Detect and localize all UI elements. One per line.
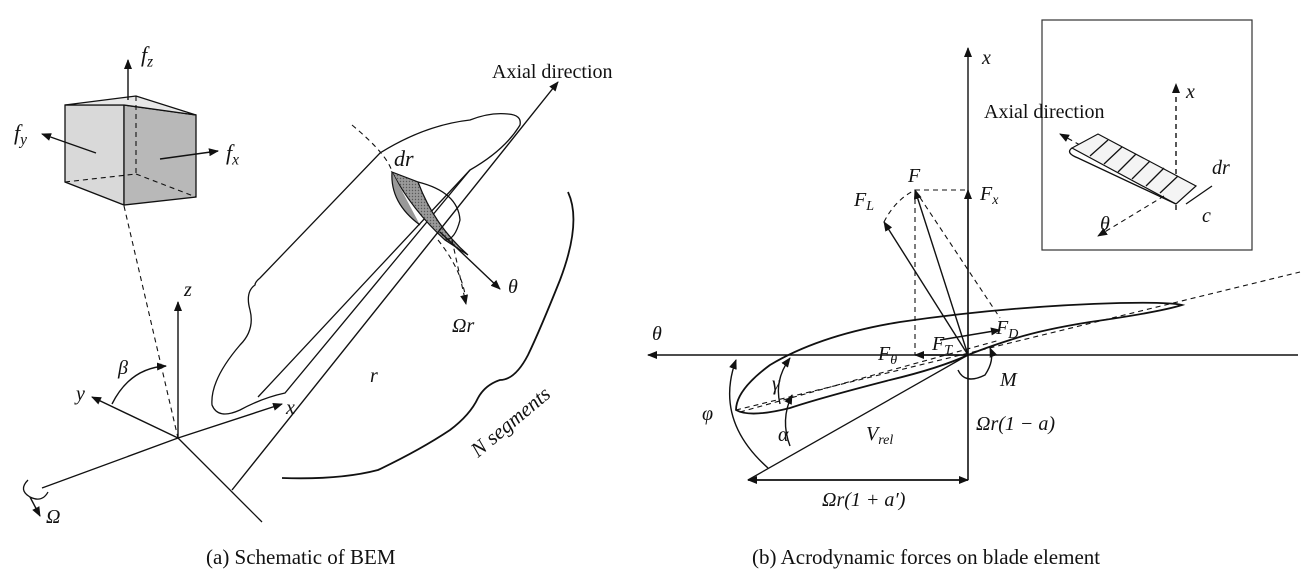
omega-r-1-minus-a-label: Ωr(1 − a) [976, 413, 1055, 435]
n-segments-label: N segments [465, 382, 555, 463]
inset-dr-label: dr [1212, 157, 1230, 179]
inset-c-label: c [1202, 205, 1211, 227]
vrel-label: Vrel [866, 423, 893, 448]
fx-b-label: Fx [979, 183, 999, 208]
aerodynamic-forces: x θ Vrel Ωr(1 − a) Ωr(1 + a′) φ α γ F [647, 47, 1301, 569]
fx-label: fx [226, 140, 239, 169]
fl-arrow [883, 221, 969, 356]
fl-label: FL [853, 189, 874, 214]
fy-arrow [41, 133, 97, 154]
inset-x-label: x [1185, 81, 1195, 103]
inset-theta-label: θ [1100, 213, 1110, 235]
z-axis-label: z [183, 279, 192, 301]
gamma-label: γ [772, 373, 781, 395]
moment-arc [957, 347, 998, 380]
blade-element-inset: x Axial direction θ dr c [984, 19, 1253, 251]
gamma-arc [777, 357, 791, 405]
theta-arrow [439, 231, 501, 290]
fd-label: FD [995, 317, 1018, 342]
omega-rotation [22, 479, 49, 500]
omega-r-arrow [451, 239, 468, 305]
bem-schematic: fz fy fx z y x β Ω [14, 42, 613, 569]
alpha-arc [784, 394, 793, 447]
alpha-label: α [778, 424, 789, 446]
omega-r-label: Ωr [452, 315, 474, 337]
theta-label: θ [508, 276, 518, 298]
coordinate-axes: z y x β Ω [22, 279, 295, 528]
airfoil [735, 301, 1186, 415]
beta-arc [111, 362, 167, 405]
moment-label: M [999, 369, 1018, 391]
phi-arc [729, 359, 769, 469]
phi-label: φ [702, 403, 713, 425]
omega-r-1-plus-a-label: Ωr(1 + a′) [822, 489, 906, 511]
fx-arrow [159, 148, 219, 160]
radius-label: r [370, 365, 378, 387]
beta-label: β [117, 357, 128, 379]
f-arrow [913, 189, 969, 356]
caption-b: (b) Acrodynamic forces on blade element [752, 545, 1100, 569]
f-label: F [907, 165, 921, 187]
ftheta-label: Fθ [877, 343, 897, 368]
vrel-line [747, 354, 969, 481]
theta-axis-b-label: θ [652, 323, 662, 345]
axial-direction-label: Axial direction [492, 61, 613, 83]
ft-label: FT [931, 333, 953, 358]
blade-outline: dr [211, 112, 521, 415]
x-axis-label: x [285, 397, 295, 419]
x-axis-b-label: x [981, 47, 991, 69]
omega-label: Ω [46, 506, 60, 528]
dr-label: dr [394, 146, 414, 171]
fy-label: fy [14, 120, 27, 149]
fz-label: fz [141, 42, 153, 71]
y-axis-label: y [74, 383, 85, 405]
fd-arrow [939, 327, 1001, 341]
caption-a: (a) Schematic of BEM [206, 545, 396, 569]
axial-direction-arrow [231, 81, 559, 491]
force-cube: fz fy fx [14, 42, 239, 206]
inset-axial-label: Axial direction [984, 101, 1105, 123]
segments-brace [281, 191, 575, 480]
